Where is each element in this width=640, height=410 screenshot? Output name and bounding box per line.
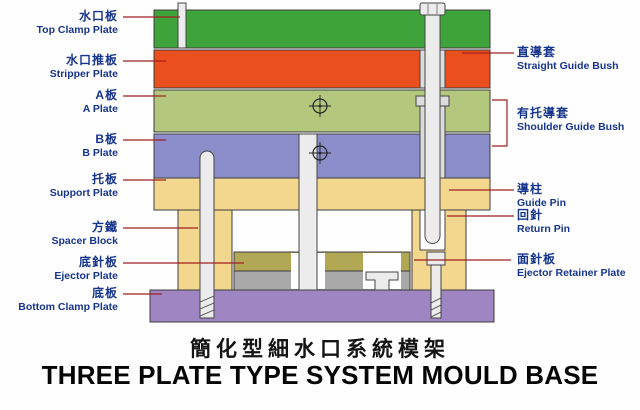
label-shoulder-guide-bush-zh: 有托導套	[517, 106, 570, 120]
label-b-plate: B板 B Plate	[82, 132, 118, 160]
gate-symbol-b-plate	[309, 142, 331, 164]
label-support-plate: 托板 Support Plate	[50, 172, 118, 200]
label-straight-guide-bush-en: Straight Guide Bush	[517, 60, 619, 72]
label-ejector-plate-zh: 底針板	[78, 255, 118, 269]
guide-pin-cap	[419, 2, 446, 16]
label-shoulder-guide-bush: 有托導套 Shoulder Guide Bush	[517, 106, 624, 134]
label-return-pin-zh: 回針	[517, 208, 544, 222]
label-a-plate-zh: A板	[95, 88, 118, 102]
ejector-guide-pin	[199, 150, 215, 319]
label-straight-guide-bush: 直導套 Straight Guide Bush	[517, 45, 619, 73]
support-pillar	[298, 133, 318, 291]
label-return-pin: 回針 Return Pin	[517, 208, 570, 236]
label-top-clamp-plate: 水口板 Top Clamp Plate	[37, 9, 118, 37]
guide-pin	[424, 14, 441, 244]
label-bottom-clamp-plate: 底板 Bottom Clamp Plate	[18, 286, 118, 314]
leader-lines-right	[414, 52, 514, 261]
label-spacer-block-en: Spacer Block	[51, 235, 118, 247]
label-spacer-block: 方鐵 Spacer Block	[51, 220, 118, 248]
leader-lines-left	[123, 16, 244, 295]
label-ejector-plate: 底針板 Ejector Plate	[54, 255, 118, 283]
label-shoulder-guide-bush-en: Shoulder Guide Bush	[517, 121, 625, 133]
label-return-pin-en: Return Pin	[517, 223, 571, 235]
label-bottom-clamp-plate-zh: 底板	[91, 286, 118, 300]
label-top-clamp-plate-zh: 水口板	[78, 9, 118, 23]
title-chinese: 簡化型細水口系統模架	[190, 338, 450, 361]
return-pin-thread	[430, 297, 442, 318]
label-support-plate-en: Support Plate	[49, 187, 118, 199]
label-guide-pin-en: Guide Pin	[517, 197, 567, 209]
label-stripper-plate-en: Stripper Plate	[49, 68, 118, 80]
label-stripper-plate-zh: 水口推板	[65, 53, 118, 67]
title-english: THREE PLATE TYPE SYSTEM MOULD BASE	[41, 360, 599, 390]
return-pin	[430, 264, 442, 319]
label-bottom-clamp-plate-en: Bottom Clamp Plate	[18, 301, 118, 313]
label-support-plate-zh: 托板	[91, 172, 118, 186]
label-ejector-retainer-plate-zh: 面針板	[517, 252, 557, 266]
label-straight-guide-bush-zh: 直導套	[517, 45, 557, 59]
label-b-plate-en: B Plate	[82, 147, 118, 159]
label-guide-pin-zh: 導柱	[517, 182, 544, 196]
label-top-clamp-plate-en: Top Clamp Plate	[36, 24, 118, 36]
return-pin-head	[426, 251, 446, 266]
label-ejector-retainer-plate: 面針板 Ejector Retainer Plate	[517, 252, 626, 280]
label-a-plate: A板 A Plate	[83, 88, 118, 116]
label-guide-pin: 導柱 Guide Pin	[517, 182, 566, 210]
label-ejector-retainer-plate-en: Ejector Retainer Plate	[517, 267, 626, 279]
stop-pin	[365, 271, 399, 291]
label-spacer-block-zh: 方鐵	[91, 220, 118, 234]
label-stripper-plate: 水口推板 Stripper Plate	[50, 53, 118, 81]
label-b-plate-zh: B板	[95, 132, 118, 146]
label-ejector-plate-en: Ejector Plate	[54, 270, 118, 282]
guide-pin-cap-lines	[427, 4, 438, 14]
shoulder-bush-bracket	[492, 99, 508, 147]
gate-symbol-a-plate	[309, 95, 331, 117]
label-a-plate-en: A Plate	[82, 103, 118, 115]
ejector-guide-pin-thread	[199, 295, 215, 317]
puller-pin	[177, 2, 187, 49]
